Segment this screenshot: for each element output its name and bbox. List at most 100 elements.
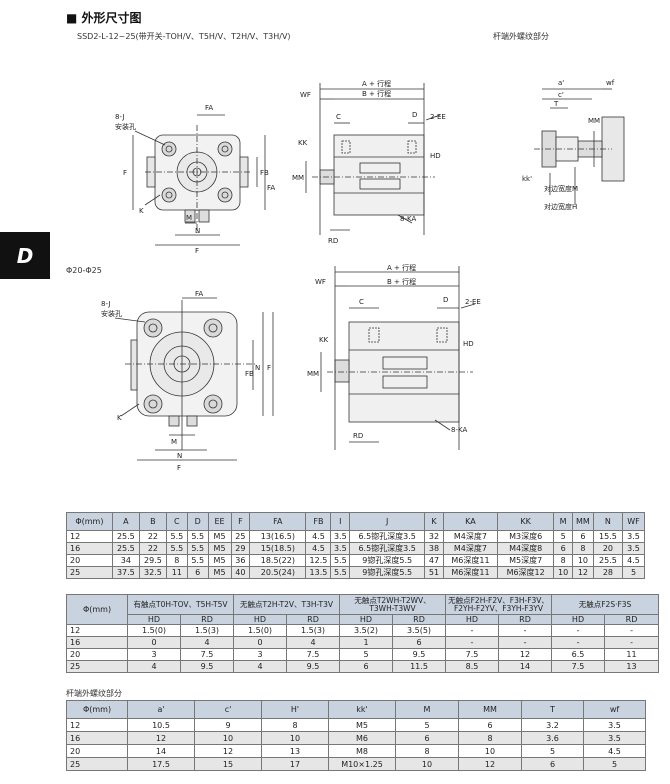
table2-sub-header-hd: HD	[551, 614, 606, 625]
table3-cell: 12	[458, 757, 522, 771]
table3-cell: 10	[194, 731, 262, 745]
dim-a-stroke-label-2: A + 行程	[387, 263, 416, 272]
table2-cell: 8.5	[445, 660, 499, 673]
table2-cell: 3	[233, 648, 287, 661]
table3-cell: 13	[261, 744, 329, 758]
dim-kk-label-2: KK	[319, 336, 329, 344]
table3-header-cell: kk'	[328, 700, 396, 719]
table3-header-cell: MM	[458, 700, 522, 719]
table1-cell: 5.5	[330, 566, 351, 579]
dim-k-label-2: K	[117, 414, 122, 422]
dim-n-label-side-2: N	[255, 364, 260, 372]
table2-cell: -	[445, 636, 499, 649]
table1-cell: M6深度12	[497, 566, 555, 579]
table1-cell: 6.5锪孔深度3.5	[349, 542, 426, 555]
table2-cell: 4	[233, 660, 287, 673]
table1-header-cell: WF	[621, 512, 646, 531]
table1-cell: 38	[424, 542, 444, 555]
table3-cell: 3.5	[583, 731, 646, 745]
table2-cell: 20	[66, 648, 128, 661]
table1-cell: 25	[66, 566, 113, 579]
dim-rd-label: RD	[328, 237, 338, 245]
dim-c-label-2: C	[359, 298, 364, 306]
table2-cell: -	[551, 636, 606, 649]
table2-cell: 14	[497, 660, 553, 673]
table2-cell: 6.5	[551, 648, 606, 661]
table1-cell: M4深度7	[442, 542, 499, 555]
table2-cell: 25	[66, 660, 128, 673]
table1-cell: 20	[66, 554, 113, 567]
table1-cell: 5.5	[186, 530, 209, 543]
table1-cell: 13.5	[305, 566, 332, 579]
table2-cell: 7.5	[551, 660, 606, 673]
dim-fb-label: FB	[260, 169, 269, 177]
section-tab: D	[0, 232, 50, 279]
table2-cell: -	[604, 624, 660, 637]
table2-sub-header-hd: HD	[233, 614, 287, 625]
table2-group-header: 有触点T0H-TOV、T5H-T5V	[127, 594, 234, 615]
table2-cell: 0	[233, 636, 287, 649]
table2-cell: 9.5	[180, 660, 234, 673]
table3-header-cell: wf	[583, 700, 646, 719]
table1-cell: 28	[592, 566, 623, 579]
width-h-label: 对边宽度H	[544, 202, 577, 211]
table1-cell: 3.5	[621, 530, 646, 543]
table1-cell: M5	[207, 566, 232, 579]
dim-mm-label-2: MM	[307, 370, 319, 378]
table1-cell: 5.5	[165, 530, 188, 543]
table3-cell: 3.6	[521, 731, 584, 745]
table1-header-cell: I	[330, 512, 351, 531]
table1-cell: 10	[553, 566, 573, 579]
dim-mm-small-label: MM	[588, 117, 600, 125]
table1-cell: 40	[230, 566, 251, 579]
table3-cell: 12	[127, 731, 195, 745]
table1-header-cell: EE	[207, 512, 232, 531]
table1-cell: M3深度6	[497, 530, 555, 543]
table2-cell: 12	[66, 624, 128, 637]
dim-kk-label: KK	[298, 139, 308, 147]
table1-cell: 37.5	[111, 566, 140, 579]
table1-cell: M5	[207, 554, 232, 567]
table1-cell: 36	[230, 554, 251, 567]
table1-cell: 12.5	[305, 554, 332, 567]
table1-cell: 10	[572, 554, 594, 567]
table3-cell: 5	[521, 744, 584, 758]
front-view-drawing-large: 8-J 安装孔 FA FB N F K M N F	[101, 290, 274, 472]
table2-cell: 3	[127, 648, 181, 661]
table2-sub-header-hd: HD	[127, 614, 181, 625]
table1-cell: 25.5	[592, 554, 623, 567]
table2-cell: 11	[604, 648, 660, 661]
table2-sub-header-hd: HD	[445, 614, 499, 625]
table3-cell: 6	[521, 757, 584, 771]
dim-hd-label-2: HD	[463, 340, 474, 348]
table1-cell: 3.5	[621, 542, 646, 555]
table2-cell: 7.5	[286, 648, 340, 661]
table1-cell: 9锪孔深度5.5	[349, 566, 426, 579]
port-ee-label-2: 2-EE	[465, 298, 481, 306]
dim-a-stroke-label: A + 行程	[362, 79, 391, 88]
table3-cell: 14	[127, 744, 195, 758]
table1-cell: M4深度7	[442, 530, 499, 543]
table3-cell: M8	[328, 744, 396, 758]
table1-cell: 18.5(22)	[249, 554, 307, 567]
table1-cell: 29.5	[138, 554, 167, 567]
table2-sub-header-rd: RD	[180, 614, 234, 625]
table1-cell: M5	[207, 542, 232, 555]
table2-cell: 7.5	[445, 648, 499, 661]
dim-hd-label: HD	[430, 152, 441, 160]
table1-cell: 12	[66, 530, 113, 543]
dim-f-label-bottom: F	[195, 247, 199, 255]
table1-header-cell: FB	[305, 512, 332, 531]
table3-cell: 16	[66, 731, 128, 745]
table2-sub-header-rd: RD	[604, 614, 660, 625]
table1-header-cell: K	[424, 512, 444, 531]
dim-d-label: D	[412, 111, 417, 119]
table3-cell: M6	[328, 731, 396, 745]
table1-cell: 3.5	[330, 542, 351, 555]
